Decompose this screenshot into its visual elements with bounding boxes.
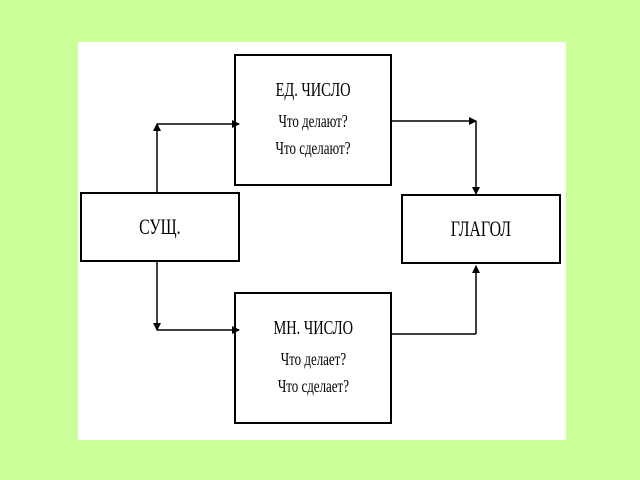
singular-box: ЕД. ЧИСЛО Что делают? Что сделают?	[234, 54, 392, 186]
singular-title: ЕД. ЧИСЛО	[275, 78, 351, 101]
noun-label: СУЩ.	[139, 214, 181, 240]
verb-box: ГЛАГОЛ	[401, 194, 561, 264]
plural-box: МН. ЧИСЛО Что делает? Что сделает?	[234, 292, 392, 424]
noun-box: СУЩ.	[80, 192, 240, 262]
plural-question-2: Что сделает?	[277, 375, 349, 396]
singular-question-1: Что делают?	[278, 110, 348, 131]
singular-question-2: Что сделают?	[275, 137, 351, 158]
plural-question-1: Что делает?	[280, 348, 346, 369]
verb-label: ГЛАГОЛ	[450, 216, 512, 242]
plural-title: МН. ЧИСЛО	[273, 316, 353, 339]
